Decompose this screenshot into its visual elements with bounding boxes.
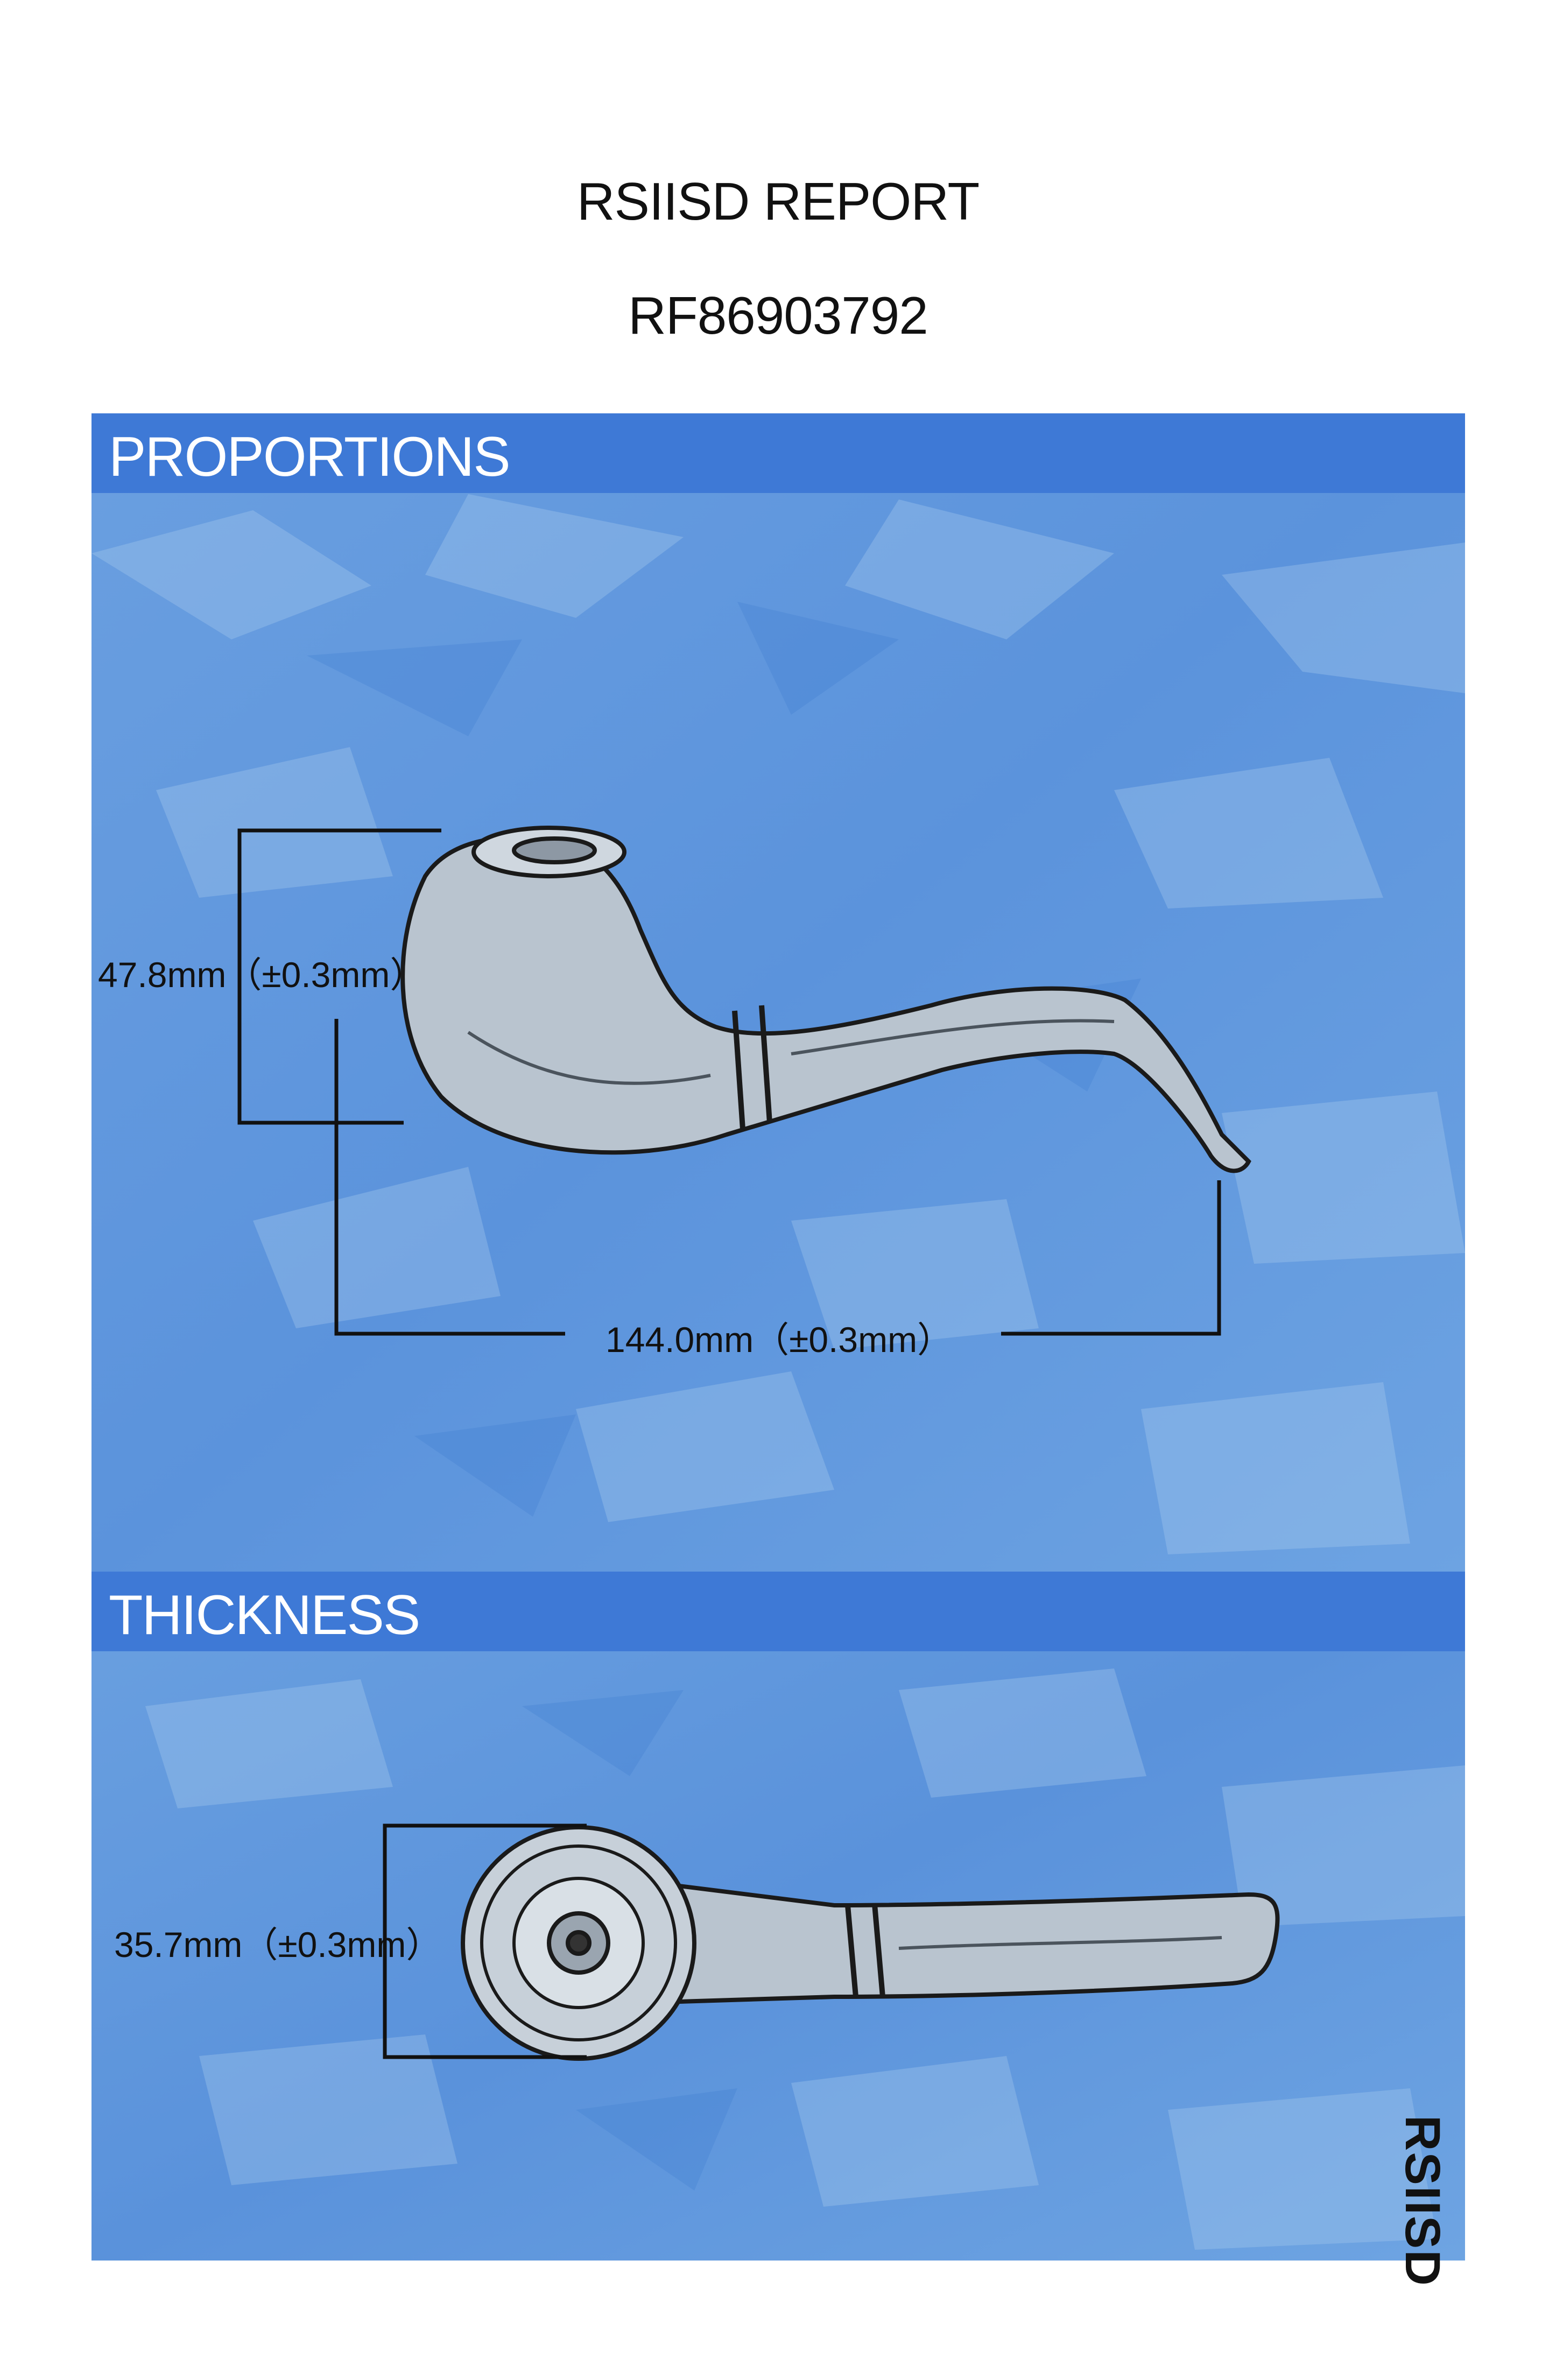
dimension-lines	[383, 1823, 587, 2059]
proportions-panel: PROPORTIONS 47.8mm（±0.3mm） 144.0mm（±0.3m…	[91, 413, 1465, 1572]
thickness-heading: THICKNESS	[109, 1584, 420, 1646]
proportions-header: PROPORTIONS	[91, 413, 1465, 493]
height-dimension-label: 47.8mm（±0.3mm）	[98, 955, 426, 995]
length-dimension-label: 144.0mm（±0.3mm）	[605, 1320, 953, 1360]
width-dimension-label: 35.7mm（±0.3mm）	[114, 1925, 442, 1964]
side-watermark: RSIISD	[1395, 2115, 1450, 2287]
water-background	[91, 1572, 1465, 2261]
proportions-heading: PROPORTIONS	[109, 426, 511, 488]
report-title: RSIISD REPORT	[576, 172, 980, 231]
water-background	[91, 413, 1465, 1572]
dimension-lines	[237, 828, 1221, 1336]
thickness-header: THICKNESS	[91, 1572, 1465, 1651]
pipe-side-illustration	[400, 826, 1251, 1173]
thickness-panel: THICKNESS 35.7mm（±0.3mm）	[91, 1572, 1465, 2261]
report-id: RF86903792	[628, 286, 928, 345]
pipe-top-illustration	[461, 1825, 1280, 2061]
